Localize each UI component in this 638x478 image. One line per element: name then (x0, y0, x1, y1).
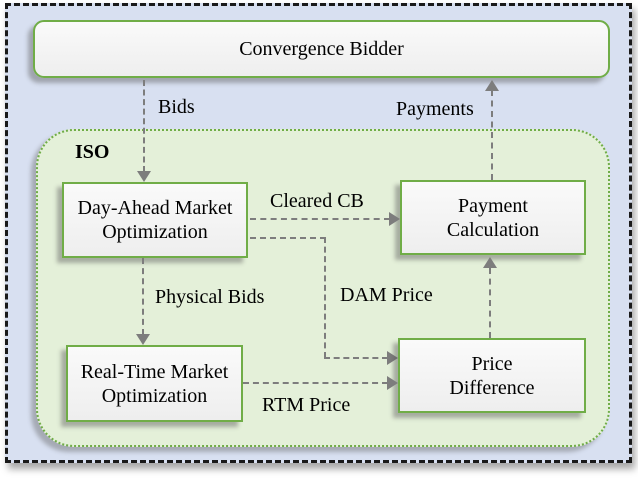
node-dam-label-line1: Day-Ahead Market (77, 197, 233, 219)
node-real-time-market-optimization: Real-Time Market Optimization (66, 345, 243, 422)
edge-cleared-cb-line (250, 218, 390, 220)
node-payment-calculation: Payment Calculation (400, 180, 586, 255)
edge-cleared-cb-label: Cleared CB (270, 190, 364, 212)
node-price-difference: Price Difference (398, 338, 586, 413)
arrow-up-icon (483, 257, 497, 268)
edge-dam-price-label: DAM Price (340, 284, 433, 306)
arrow-down-icon (137, 171, 151, 182)
edge-dam-price-segment-1 (250, 237, 326, 239)
node-convergence-bidder-label: Convergence Bidder (239, 38, 404, 60)
node-dam-label-line2: Optimization (102, 221, 208, 243)
node-pd-label-line2: Difference (449, 376, 535, 399)
edge-dam-price-segment-3 (324, 357, 388, 359)
edge-bids-line (143, 80, 145, 172)
node-pc-label-line1: Payment (458, 194, 528, 217)
edge-payments-label: Payments (396, 98, 474, 120)
node-convergence-bidder: Convergence Bidder (33, 20, 610, 78)
edge-price-diff-to-payment-line (489, 268, 491, 338)
edge-payments-line (491, 90, 493, 180)
edge-physical-bids-line (142, 258, 144, 335)
arrow-right-icon (387, 351, 398, 365)
edge-rtm-price-label: RTM Price (262, 394, 351, 416)
node-rtm-label-line1: Real-Time Market (80, 360, 229, 383)
edge-physical-bids-label: Physical Bids (155, 286, 265, 308)
arrow-right-icon (387, 376, 398, 390)
arrow-down-icon (136, 334, 150, 345)
arrow-up-icon (485, 80, 499, 91)
node-rtm-label-line2: Optimization (101, 384, 208, 407)
node-day-ahead-market-optimization: Day-Ahead Market Optimization (62, 182, 248, 258)
iso-label: ISO (75, 141, 110, 163)
node-pd-label-line1: Price (471, 352, 513, 375)
node-pc-label-line2: Calculation (446, 218, 540, 241)
arrow-right-icon (389, 212, 400, 226)
edge-rtm-price-line (243, 382, 388, 384)
edge-bids-label: Bids (158, 96, 195, 118)
edge-dam-price-segment-2 (324, 237, 326, 358)
